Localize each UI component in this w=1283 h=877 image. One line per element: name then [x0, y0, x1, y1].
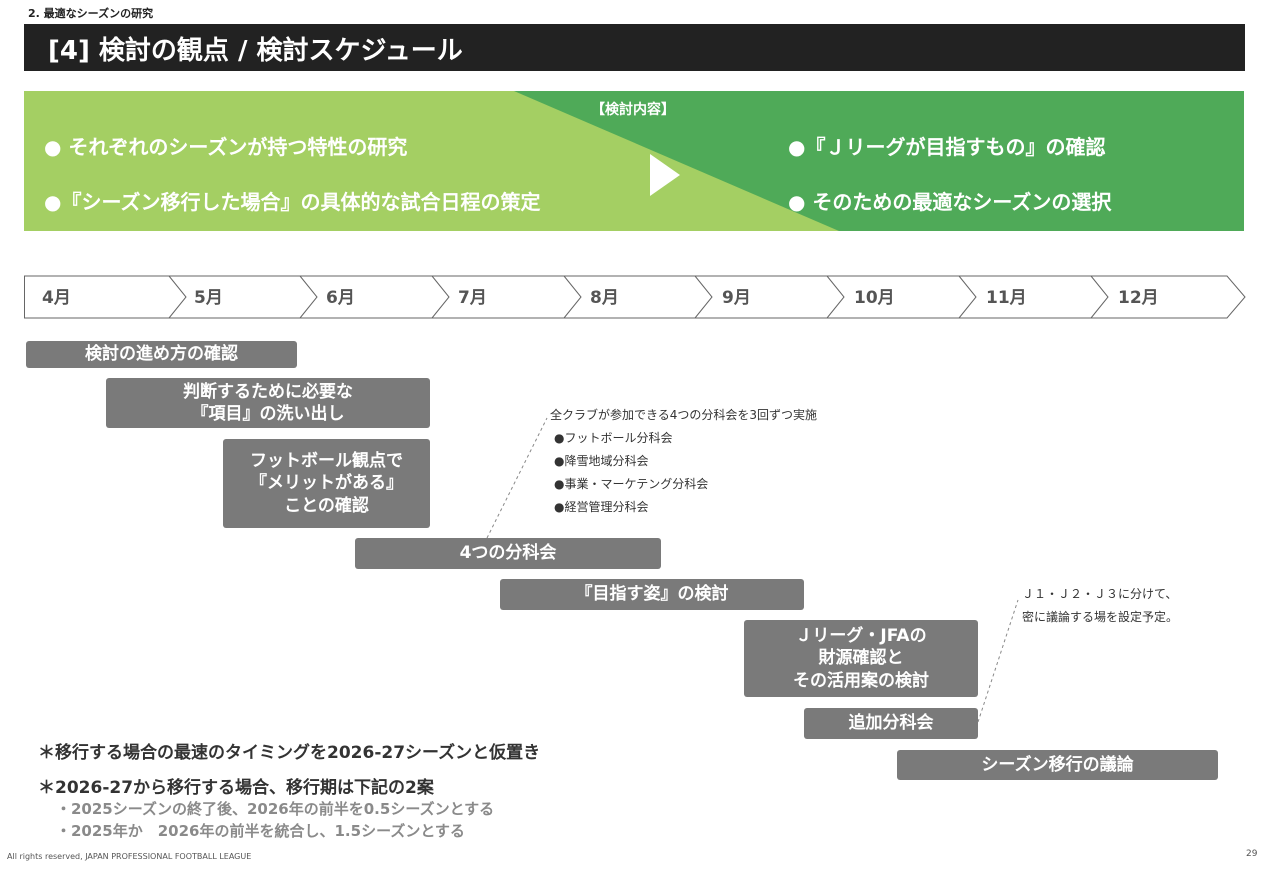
subcommittee-note-title: 全クラブが参加できる4つの分科会を3回ずつ実施 — [550, 408, 818, 422]
section-label: 2. 最適なシーズンの研究 — [28, 7, 154, 20]
month-nov: 11月 — [986, 288, 1027, 308]
additional-note-line-1: Ｊ１・Ｊ２・Ｊ３に分けて、 — [1022, 587, 1178, 601]
task-item-identification: 判断するために必要な 『項目』の洗い出し — [106, 378, 430, 428]
banner-right-item-2: ● そのための最適なシーズンの選択 — [788, 190, 1112, 214]
footnote-timing: ＊移行する場合の最速のタイミングを2026-27シーズンと仮置き — [38, 743, 541, 763]
banner-heading: 【検討内容】 — [591, 102, 675, 118]
task-process-confirmation: 検討の進め方の確認 — [26, 341, 297, 368]
page-number: 29 — [1246, 849, 1258, 859]
task-additional-subcommittee: 追加分科会 — [804, 708, 978, 739]
month-apr: 4月 — [42, 288, 71, 308]
subcommittee-business-marketing: ●事業・マーケテング分科会 — [554, 477, 709, 491]
review-content-banner — [24, 91, 1244, 231]
footnote-option-2: ・2025年か 2026年の前半を統合し、1.5シーズンとする — [56, 822, 465, 840]
month-may: 5月 — [194, 288, 223, 308]
subcommittee-management: ●経営管理分科会 — [554, 500, 649, 514]
task-four-subcommittees: 4つの分科会 — [355, 538, 661, 569]
month-jul: 7月 — [458, 288, 487, 308]
subcommittee-snowfall: ●降雪地域分科会 — [554, 454, 649, 468]
page-title: [4] 検討の観点 / 検討スケジュール — [48, 36, 463, 66]
additional-note-line-2: 密に議論する場を設定予定。 — [1022, 610, 1179, 624]
footnote-transition-options: ＊2026-27から移行する場合、移行期は下記の2案 — [38, 778, 434, 798]
title-bar — [24, 24, 1245, 71]
month-aug: 8月 — [590, 288, 619, 308]
month-sep: 9月 — [722, 288, 751, 308]
month-timeline — [24, 275, 1246, 319]
arrow-right-icon — [650, 154, 680, 196]
task-funding-review: Ｊリーグ・JFAの 財源確認と その活用案の検討 — [744, 620, 978, 697]
banner-right-item-1: ●『Ｊリーグが目指すもの』の確認 — [788, 135, 1106, 159]
task-season-transition-discussion: シーズン移行の議論 — [897, 750, 1218, 780]
month-oct: 10月 — [854, 288, 895, 308]
subcommittee-football: ●フットボール分科会 — [554, 431, 673, 445]
month-dec: 12月 — [1118, 288, 1159, 308]
task-vision-review: 『目指す姿』の検討 — [500, 579, 804, 610]
month-jun: 6月 — [326, 288, 355, 308]
copyright-notice: All rights reserved, JAPAN PROFESSIONAL … — [7, 852, 252, 861]
banner-left-item-1: ● それぞれのシーズンが持つ特性の研究 — [44, 135, 408, 159]
footnote-option-1: ・2025シーズンの終了後、2026年の前半を0.5シーズンとする — [56, 800, 495, 818]
banner-left-item-2: ●『シーズン移行した場合』の具体的な試合日程の策定 — [44, 190, 541, 214]
task-merit-confirmation: フットボール観点で 『メリットがある』 ことの確認 — [223, 439, 430, 528]
